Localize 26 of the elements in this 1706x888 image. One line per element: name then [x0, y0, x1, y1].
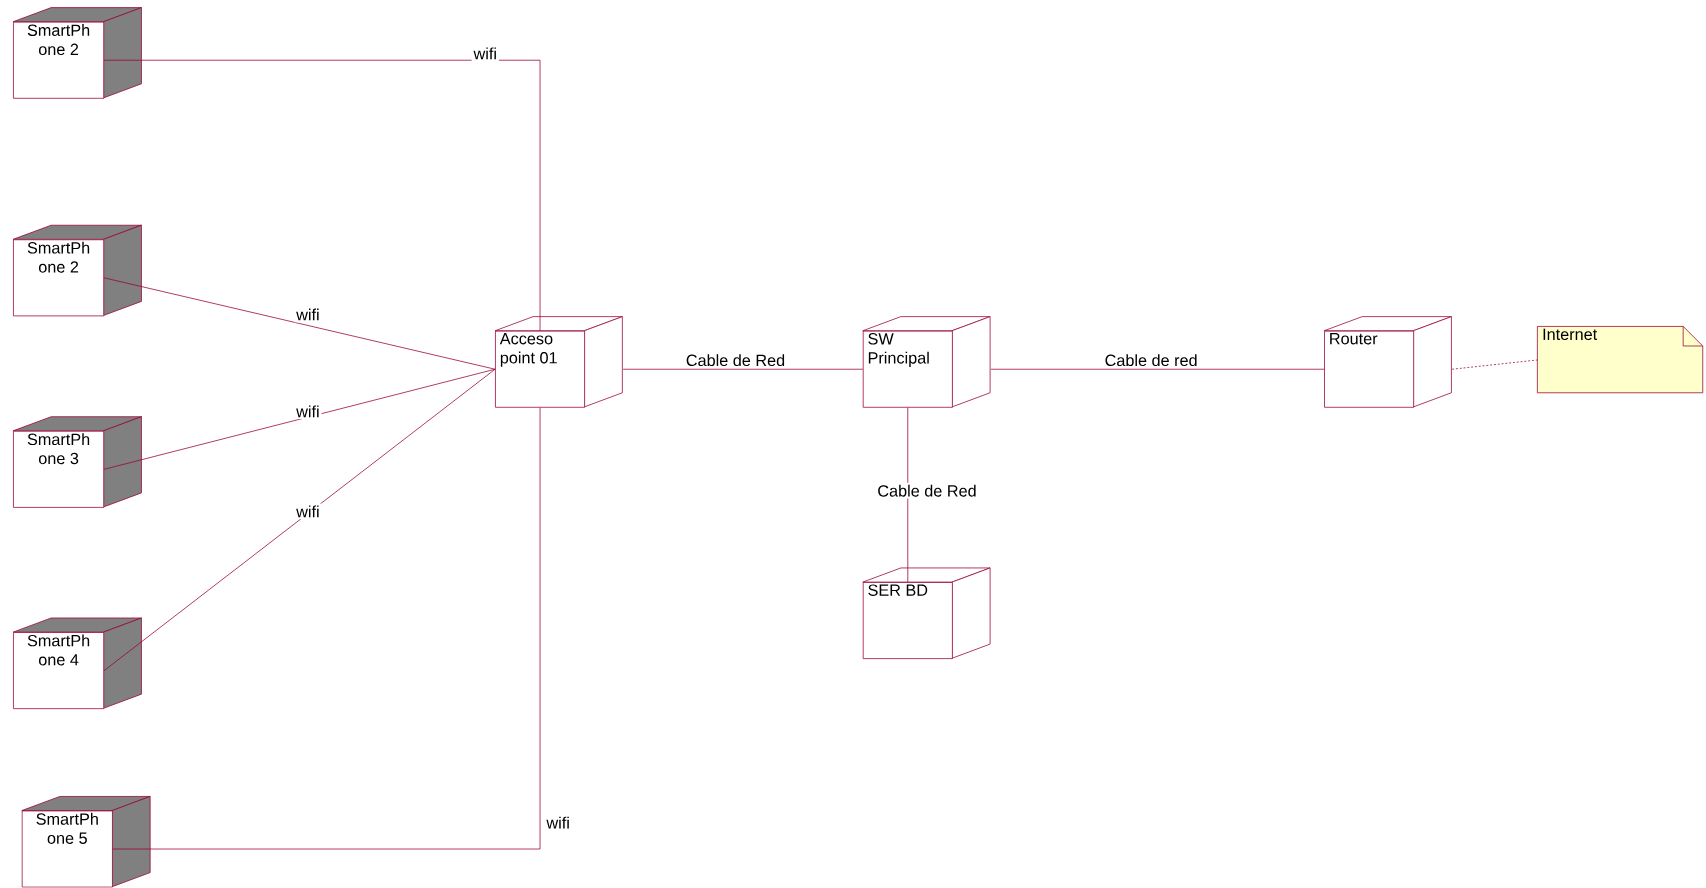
device-cube: SmartPh one 2 [12, 7, 142, 99]
node-cube: SW Principal [862, 316, 991, 408]
connector [103, 59, 541, 332]
connector [622, 368, 864, 370]
connector [103, 368, 496, 470]
connector [990, 368, 1325, 370]
device-cube: SmartPh one 4 [12, 617, 142, 710]
connector [103, 277, 496, 370]
connector [1451, 359, 1538, 370]
edge-label: wifi [471, 45, 499, 62]
connector [103, 368, 496, 672]
edge-label: Cable de Red [683, 352, 788, 369]
edge-label: wifi [294, 306, 322, 323]
connector [907, 407, 909, 583]
edge-label: wifi [544, 814, 572, 831]
node-cube: SER BD [862, 567, 991, 660]
device-cube: SmartPh one 3 [12, 416, 142, 508]
edge-label: wifi [294, 503, 322, 520]
edge-label: Cable de red [1102, 352, 1200, 369]
edge-label: Cable de Red [875, 482, 979, 499]
device-cube: SmartPh one 5 [21, 796, 151, 888]
device-cube: SmartPh one 2 [12, 224, 142, 317]
edge-label: wifi [294, 403, 322, 420]
node-cube: Acceso point 01 [494, 316, 623, 408]
connector [112, 407, 541, 850]
node-cube: Router [1323, 316, 1452, 408]
